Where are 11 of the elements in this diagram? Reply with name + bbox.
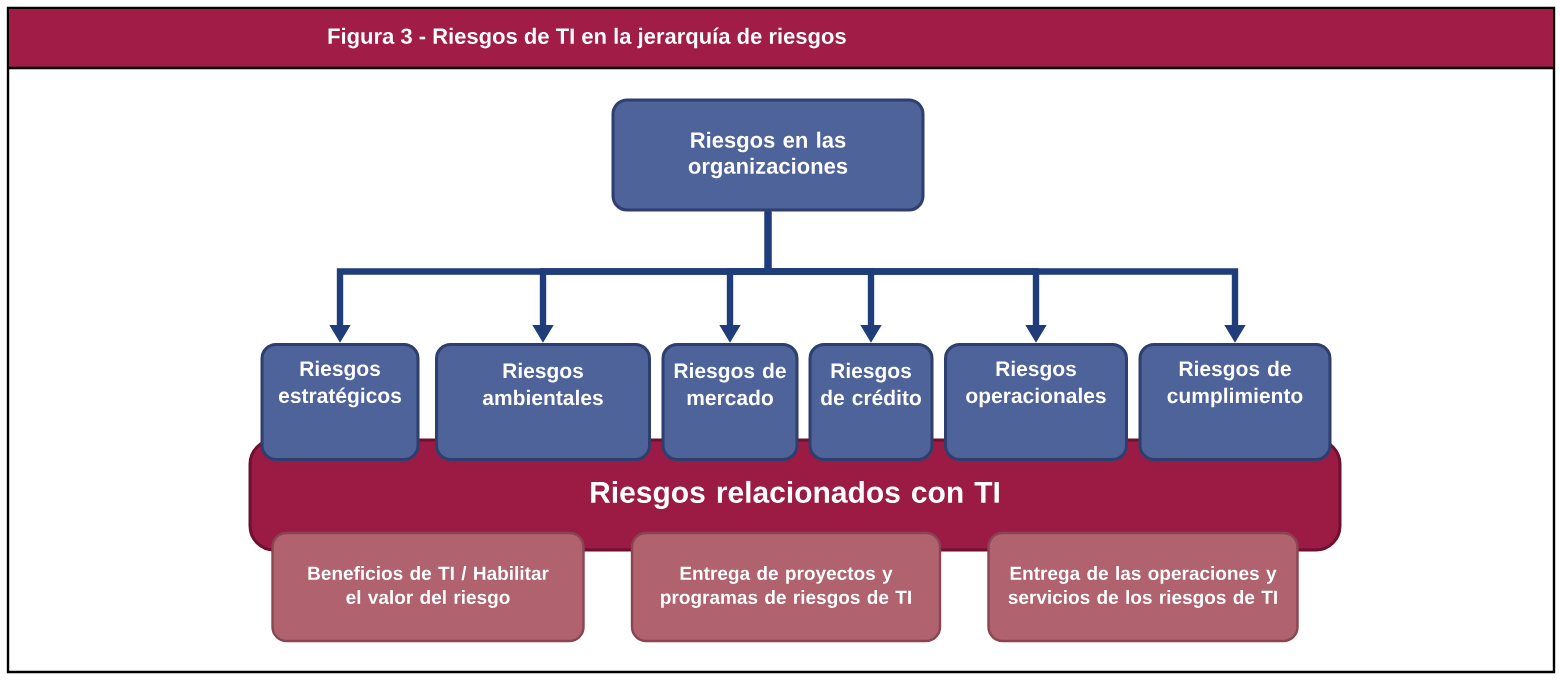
process-box: Riesgos de mercado <box>661 343 799 461</box>
process-box: Riesgos operacionales <box>944 343 1128 461</box>
title-bar: Figura 3 - Riesgos de TI en la jerarquía de riesgos <box>9 9 1553 68</box>
process-box: Entrega de las operaciones y servicios de los riesgos de TI <box>987 531 1299 643</box>
process-box: Riesgos en las organizaciones <box>611 98 925 212</box>
process-box: Entrega de proyectos y programas de riesgos de TI <box>630 531 942 643</box>
process-box: Beneficios de TI / Habilitar el valor del riesgo <box>271 531 585 643</box>
process-box: Riesgos de crédito <box>808 343 934 461</box>
process-box: Riesgos ambientales <box>435 343 651 461</box>
process-box: Riesgos estratégicos <box>260 343 420 461</box>
process-box: Riesgos de cumplimiento <box>1138 343 1332 461</box>
